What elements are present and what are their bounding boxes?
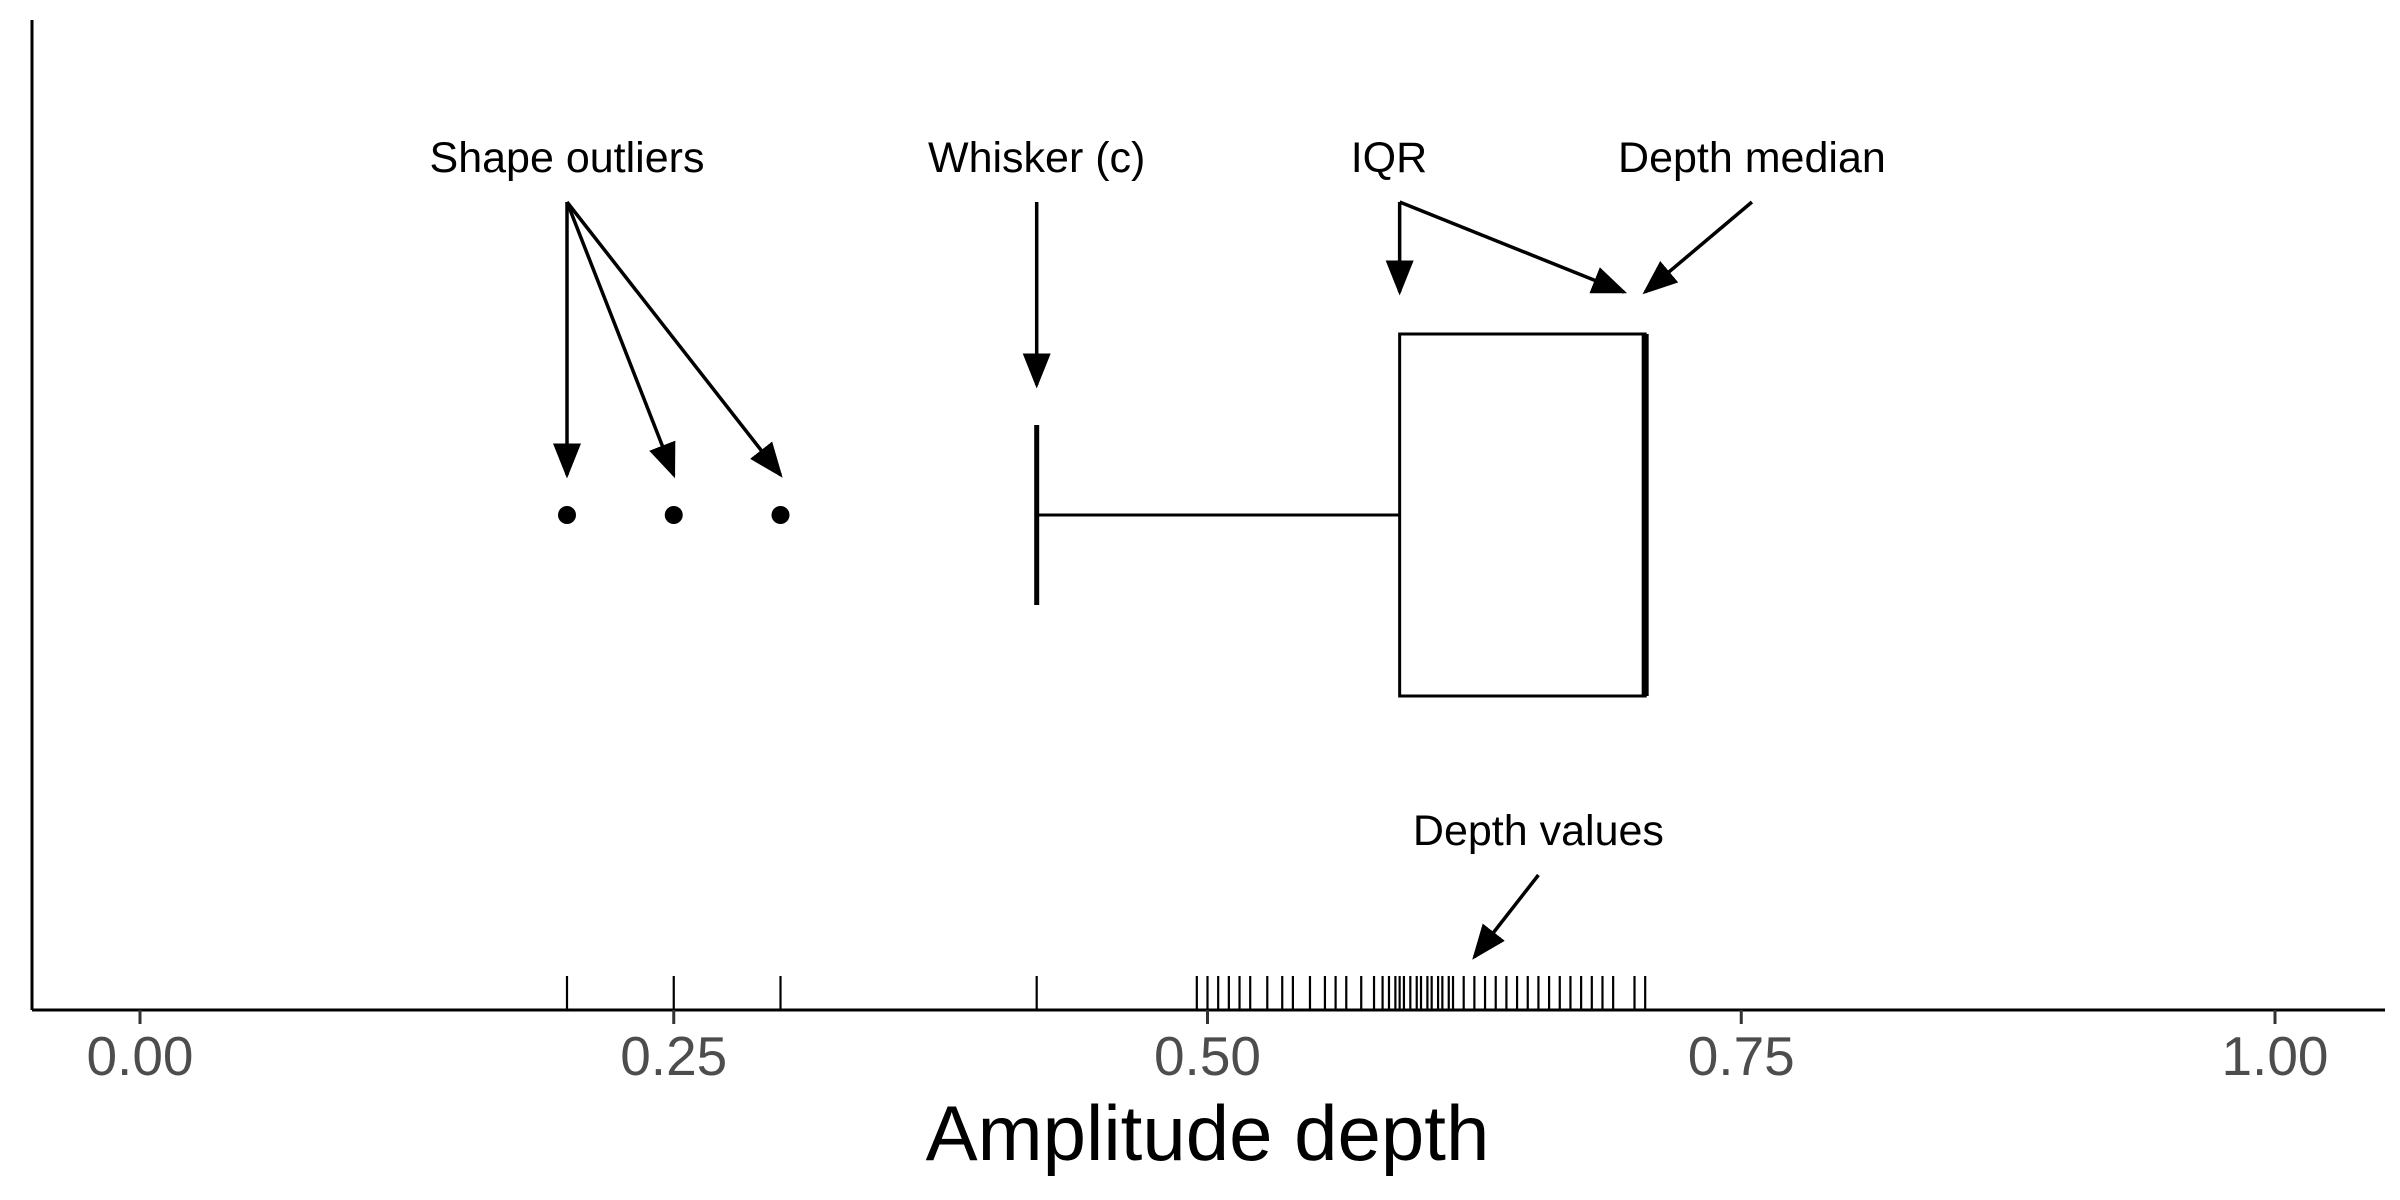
annotation-arrow bbox=[1642, 200, 1754, 295]
x-tick-label: 0.00 bbox=[86, 1025, 193, 1087]
annotation-label: Depth median bbox=[1618, 134, 1886, 182]
annotation-arrow bbox=[565, 200, 783, 478]
x-tick-label: 0.75 bbox=[1688, 1025, 1795, 1087]
annotation-arrow bbox=[565, 201, 676, 479]
boxplot-layer bbox=[558, 332, 1649, 698]
annotation-arrow bbox=[1472, 873, 1540, 960]
iqr-box bbox=[1398, 332, 1647, 698]
outlier-point bbox=[664, 506, 683, 524]
x-tick-label: 0.25 bbox=[620, 1025, 727, 1087]
annotation-arrow bbox=[1398, 200, 1628, 294]
x-tick-label: 0.50 bbox=[1154, 1025, 1261, 1087]
annotation-label: IQR bbox=[1351, 134, 1427, 182]
annotation-layer: Shape outliers Whisker (c) IQR Depth median… bbox=[430, 134, 1886, 960]
annotation-label: Depth values bbox=[1413, 807, 1664, 855]
x-axis-ticks: 0.00 0.25 0.50 0.75 1.00 bbox=[86, 1010, 2329, 1087]
outlier-point bbox=[771, 506, 790, 524]
x-tick-label: 1.00 bbox=[2221, 1025, 2328, 1087]
rug-layer bbox=[565, 976, 1647, 1010]
annotation-label: Whisker (c) bbox=[928, 134, 1145, 182]
x-axis-title: Amplitude depth bbox=[926, 1089, 1490, 1177]
outlier-point bbox=[558, 506, 576, 524]
annotation-label: Shape outliers bbox=[430, 134, 705, 182]
